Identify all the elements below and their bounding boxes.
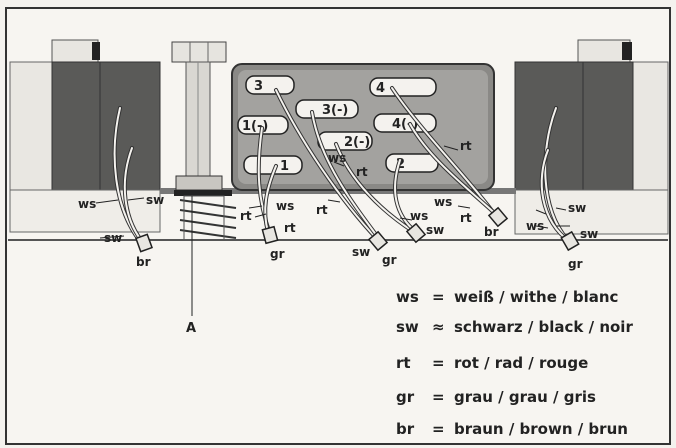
terminal-2-minus-slot: 2(-) [317, 131, 373, 151]
wire-label-rt-box: rt [356, 165, 368, 179]
wire-label-gr-center: gr [270, 247, 285, 261]
wire-label-sw-left: sw [146, 193, 164, 207]
wire-label-ws-left: ws [78, 197, 96, 211]
wires [112, 86, 572, 248]
terminal-4-slot: 4 [369, 77, 437, 97]
wire-label-ws-right: ws [434, 195, 452, 209]
legend-sep-gr: = [432, 388, 445, 406]
wire-label-ws-mid: ws [410, 209, 428, 223]
terminal-1-minus-slot: 1(-) [237, 115, 289, 135]
legend-code-ws: ws [396, 288, 419, 306]
legend-code-rt: rt [396, 354, 411, 372]
wire-label-ws-center: ws [276, 199, 294, 213]
left-connector-block [9, 39, 161, 233]
wire-label-sw-right: sw [568, 201, 586, 215]
terminal-3-label: 3 [254, 79, 263, 94]
legend-text-rt: rot / rad / rouge [454, 354, 588, 372]
wire-label-gr-right: gr [568, 257, 583, 271]
legend-sep-br: = [432, 420, 445, 438]
wire-label-rt-mid: rt [316, 203, 328, 217]
wire-label-br-right: br [484, 225, 499, 239]
terminal-3-slot: 3 [245, 75, 295, 95]
wire-label-rt-right: rt [460, 211, 472, 225]
wire-label-ws-right2: ws [526, 219, 544, 233]
terminal-1-label: 1 [280, 159, 289, 174]
legend-sep-sw: ≈ [432, 318, 445, 336]
wire-label-ws-box: ws [328, 151, 346, 165]
terminal-4-minus-slot: 4(-) [373, 113, 437, 133]
legend-text-sw: schwarz / black / noir [454, 318, 633, 336]
wire-label-rt-center: rt [240, 209, 252, 223]
legend-code-sw: sw [396, 318, 419, 336]
mounting-bolt [171, 41, 237, 241]
wire-label-sw-mid2: sw [426, 223, 444, 237]
terminal-3-minus-label: 3(-) [322, 103, 348, 118]
legend-text-gr: grau / grau / gris [454, 388, 596, 406]
legend-code-gr: gr [396, 388, 415, 406]
wire-label-rt-right-top: rt [460, 139, 472, 153]
wire-plugs [135, 206, 580, 253]
wire-label-gr-mid: gr [382, 253, 397, 267]
legend-text-ws: weiß / withe / blanc [454, 288, 618, 306]
wire-label-br-left: br [136, 255, 151, 269]
terminal-2-slot: 2 [385, 153, 439, 173]
legend-code-br: br [396, 420, 415, 438]
legend-sep-ws: = [432, 288, 445, 306]
leader-lines [95, 145, 570, 239]
terminal-3-minus-slot: 3(-) [295, 99, 359, 119]
wire-label-rt-center2: rt [284, 221, 296, 235]
right-connector-block [514, 39, 669, 235]
legend-sep-rt: = [432, 354, 445, 372]
legend: ws = weiß / withe / blanc sw ≈ schwarz /… [396, 288, 633, 438]
wire-label-sw-left2: sw [104, 231, 122, 245]
terminal-1-minus-label: 1(-) [242, 119, 268, 134]
wire-label-sw-right2: sw [580, 227, 598, 241]
legend-text-br: braun / brown / brun [454, 420, 628, 438]
terminal-4-label: 4 [376, 81, 385, 96]
wire-label-sw-mid: sw [352, 245, 370, 259]
pointer-label-a: A [186, 321, 196, 336]
terminal-2-minus-label: 2(-) [344, 135, 370, 150]
